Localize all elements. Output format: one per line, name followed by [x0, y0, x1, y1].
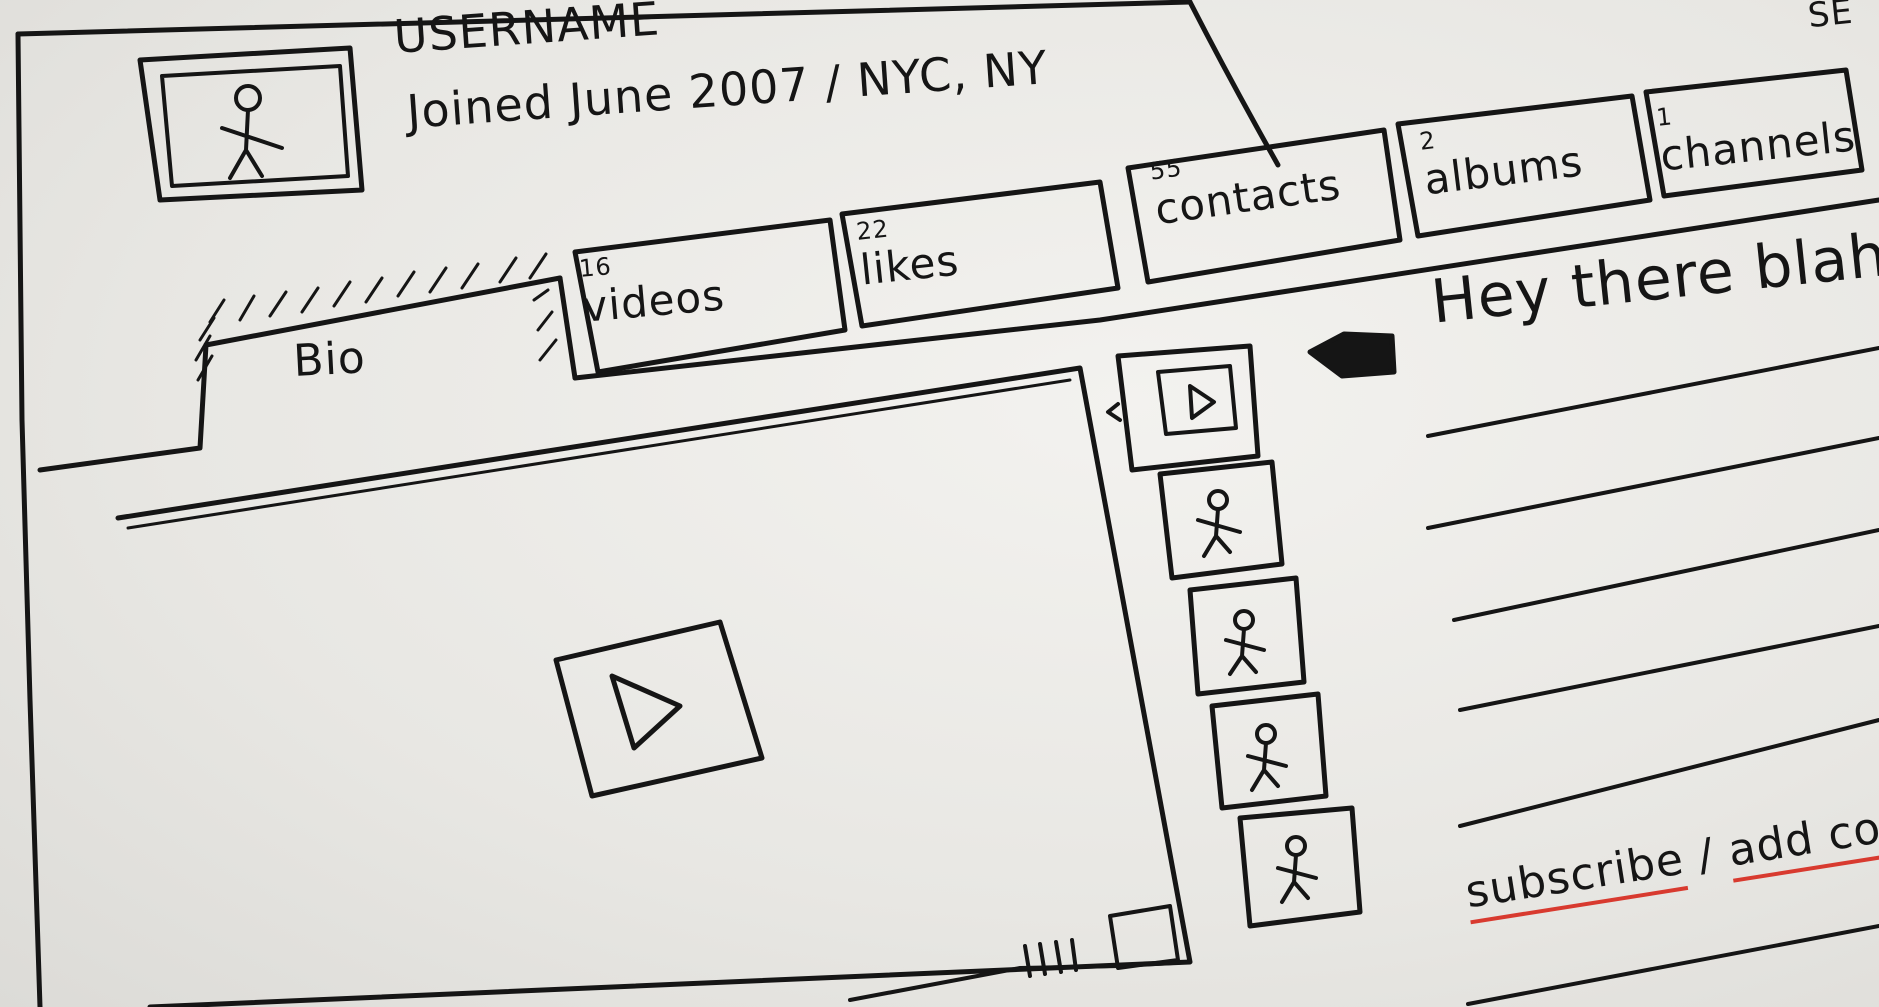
tab-albums-frame [1395, 93, 1653, 239]
tab-bio[interactable]: Bio [292, 332, 367, 387]
corner-label: SE [1806, 0, 1856, 37]
play-icon[interactable] [553, 619, 765, 799]
tab-likes[interactable]: 22 likes [855, 208, 961, 295]
tab-label: Bio [292, 332, 367, 387]
volume-bars-icon[interactable] [1023, 938, 1078, 978]
action-separator: / [1679, 826, 1733, 884]
tab-videos[interactable]: 16 videos [578, 243, 727, 332]
video-player[interactable] [115, 365, 1193, 1007]
thumbnail-1[interactable] [1157, 459, 1285, 581]
thumbnail-3[interactable] [1209, 691, 1329, 811]
tab-channels-frame [1643, 67, 1865, 199]
fullscreen-icon[interactable] [1108, 904, 1180, 970]
thumbnail-4[interactable] [1237, 805, 1363, 929]
arrow-pointer-icon [1307, 331, 1397, 379]
thumbnail-strip [1106, 343, 1363, 929]
tab-videos-frame [572, 217, 848, 375]
tab-likes-frame [839, 179, 1121, 329]
tab-label: likes [857, 235, 962, 295]
thumbnail-2[interactable] [1187, 575, 1307, 697]
bio-text-lines [1426, 346, 1879, 828]
avatar[interactable] [137, 45, 365, 203]
thumbnail-play[interactable] [1106, 343, 1261, 473]
stick-figure-icon [220, 84, 284, 180]
tab-contacts-frame [1125, 127, 1403, 285]
